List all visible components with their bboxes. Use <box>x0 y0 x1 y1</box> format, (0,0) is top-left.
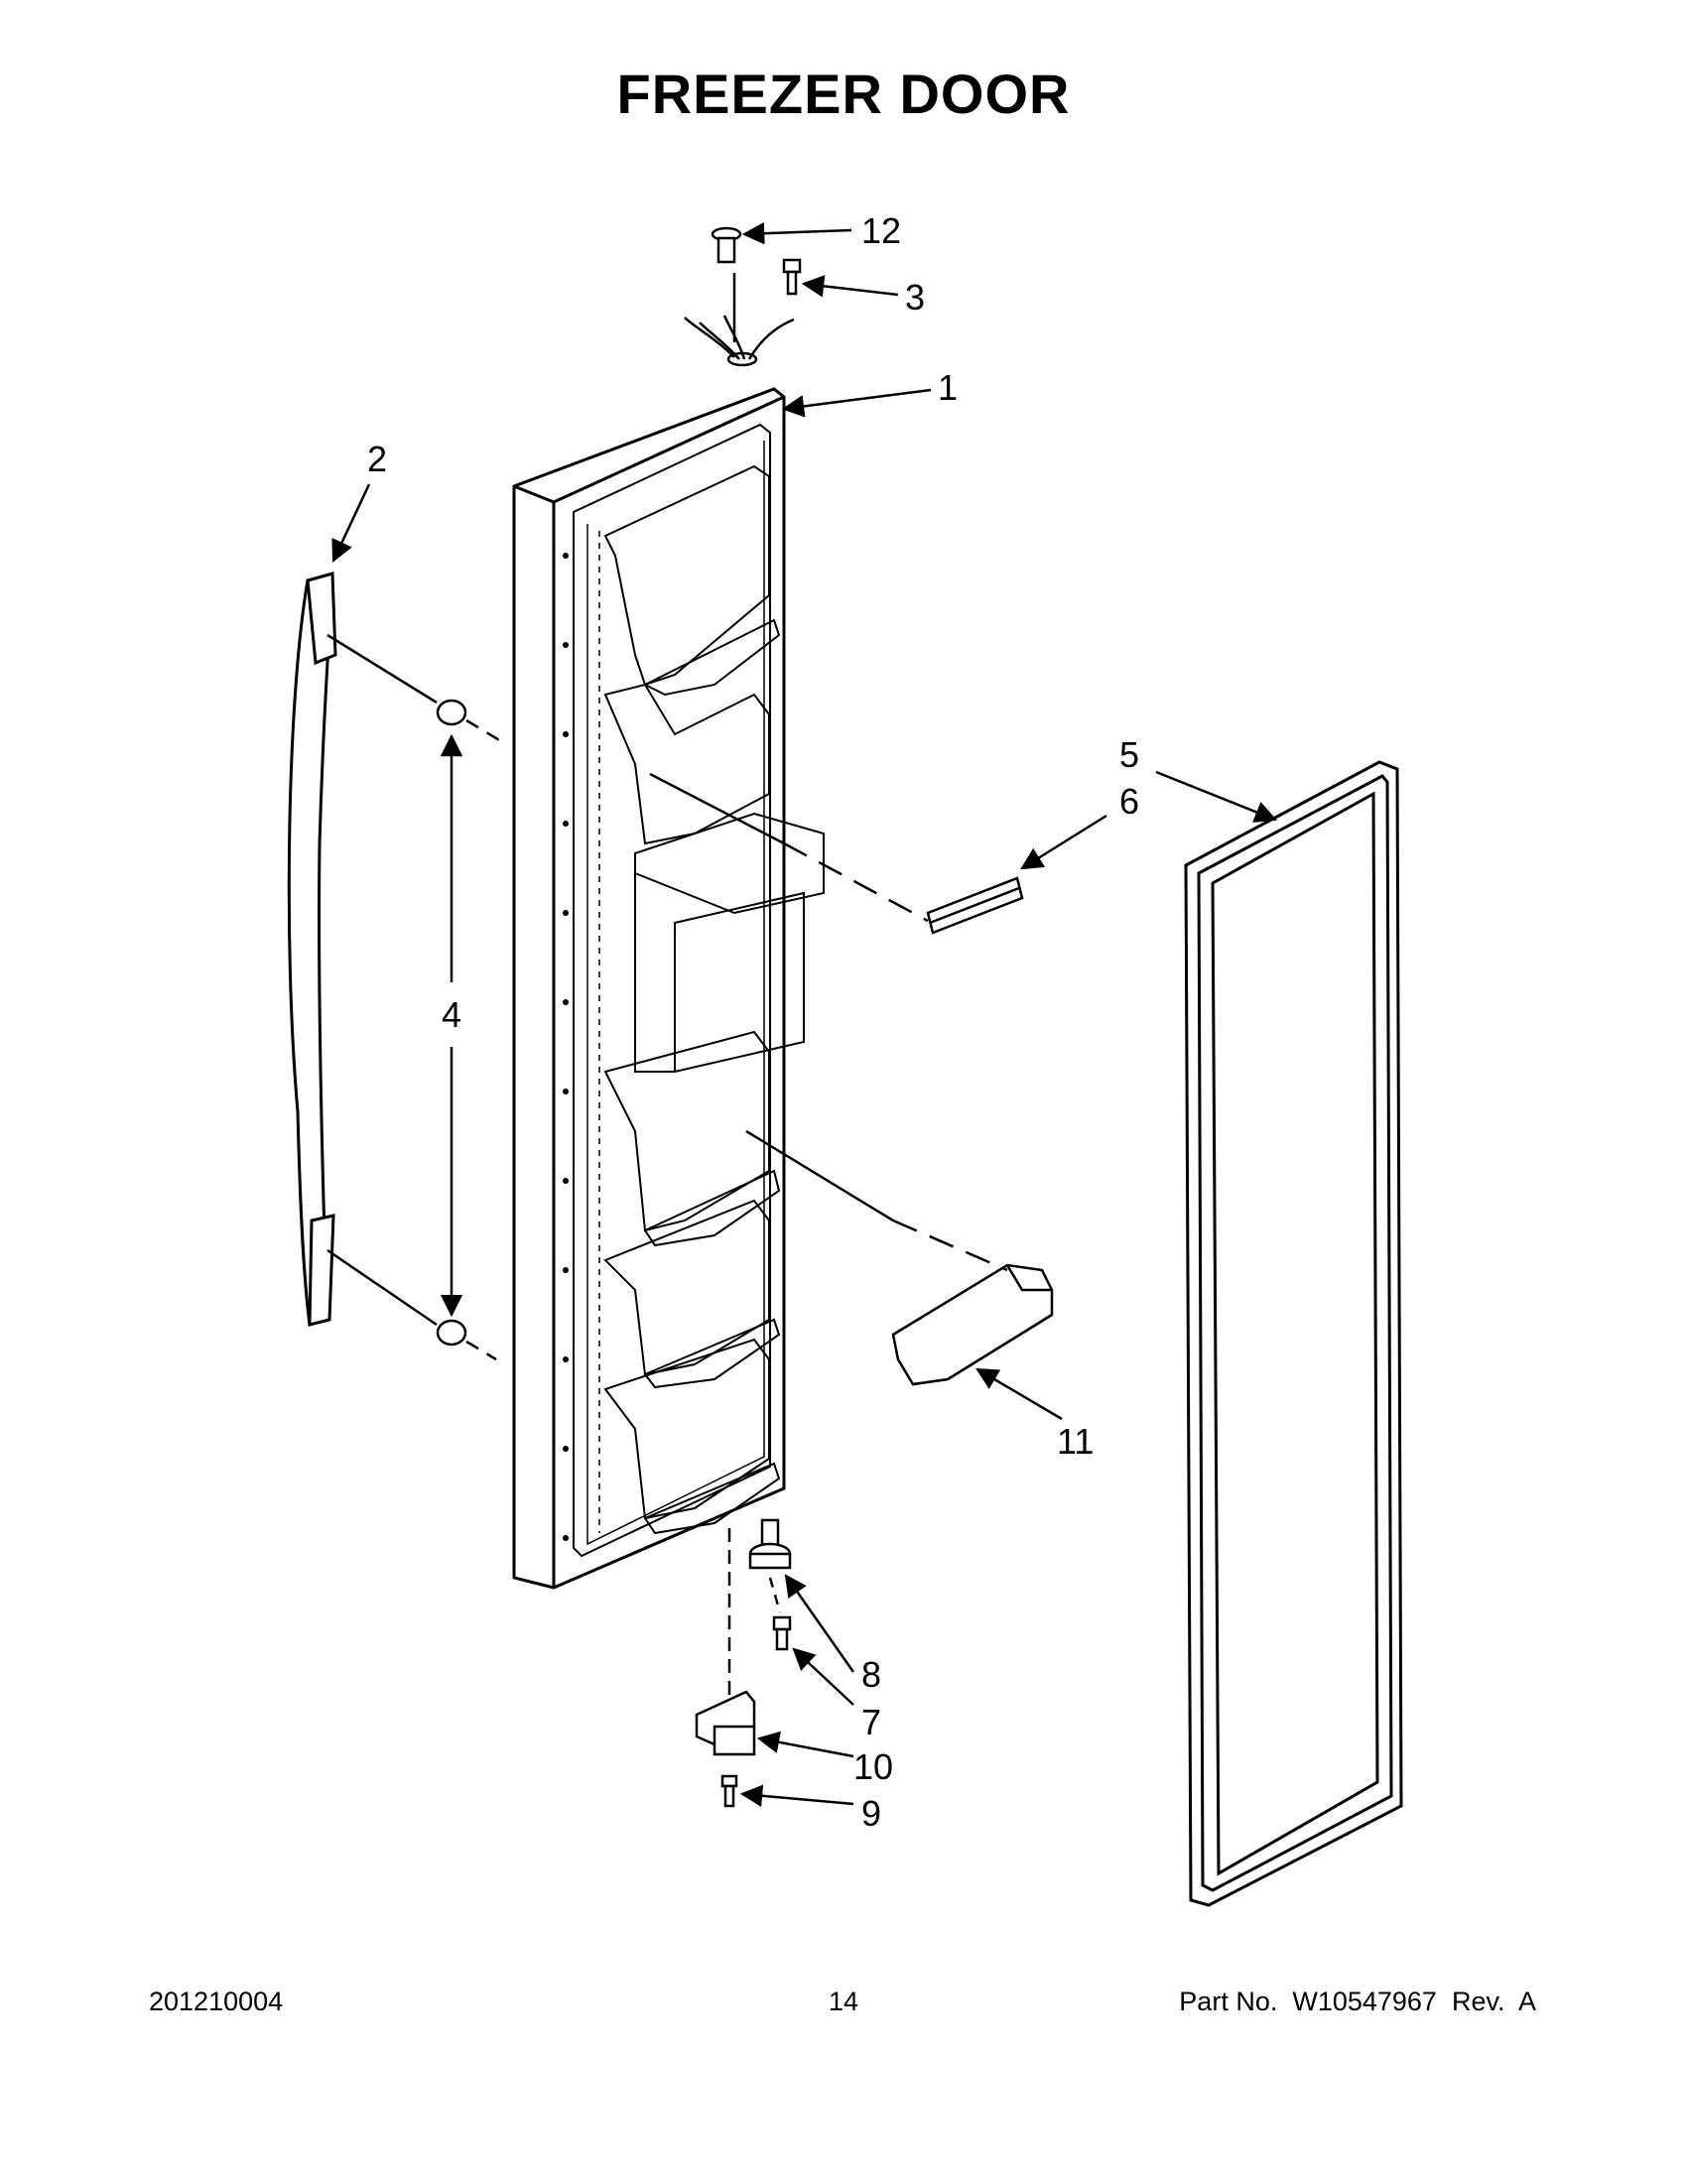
screw-part-3 <box>782 258 802 296</box>
callout-9: 9 <box>861 1793 881 1834</box>
trim-strip-part-6 <box>926 876 1024 935</box>
callout-1: 1 <box>938 367 958 408</box>
callout-3: 3 <box>905 277 925 318</box>
callout-8: 8 <box>861 1654 881 1695</box>
plug-part-12 <box>711 226 742 264</box>
screw-part-7 <box>772 1615 792 1651</box>
callout-6: 6 <box>1119 781 1139 822</box>
door-bin-part-11 <box>891 1263 1054 1386</box>
callout-7: 7 <box>861 1702 881 1742</box>
callout-5: 5 <box>1119 734 1139 775</box>
hinge-pin-part-8 <box>748 1518 792 1570</box>
footer-part-number: Part No. W10547967 Rev. A <box>1179 1987 1536 2016</box>
door-handle-part-2 <box>287 572 337 1327</box>
screw-part-9 <box>720 1774 738 1808</box>
callout-10: 10 <box>853 1746 893 1787</box>
freezer-door-assembly <box>512 387 825 1590</box>
leader-lines <box>326 633 1008 1697</box>
footer-document-code: 201210004 <box>149 1987 284 2016</box>
callout-arrows <box>331 222 1278 1808</box>
footer-page-number: 14 <box>828 1987 859 2016</box>
callout-4: 4 <box>442 994 461 1035</box>
handle-standoffs-part-4 <box>436 699 467 1347</box>
page-title: FREEZER DOOR <box>616 63 1071 125</box>
callout-12: 12 <box>861 210 901 251</box>
door-gasket-part-5 <box>1184 760 1403 1907</box>
callout-11: 11 <box>1057 1421 1094 1462</box>
callout-2: 2 <box>367 439 387 479</box>
wire-harness <box>684 315 795 367</box>
hinge-bracket-part-10 <box>695 1690 756 1756</box>
